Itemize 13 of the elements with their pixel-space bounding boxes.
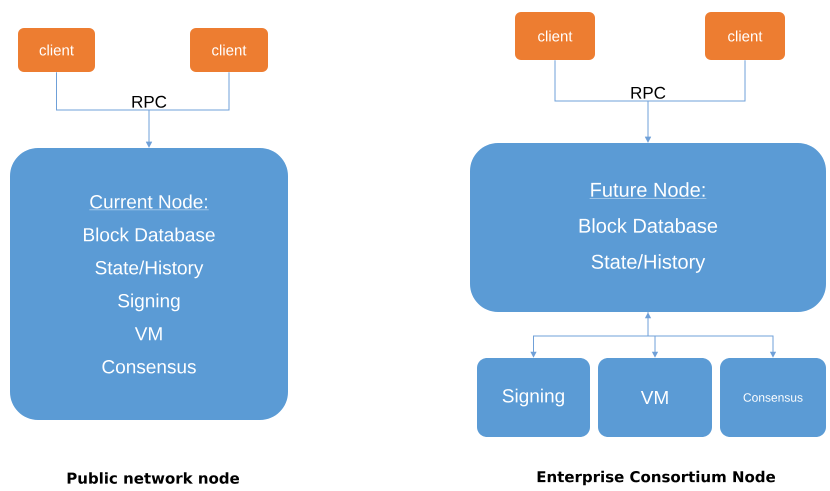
module-box: Signing [477, 358, 590, 437]
caption: Enterprise Consortium Node [538, 470, 776, 486]
module-box: VM [598, 358, 712, 437]
client-box: client [190, 28, 268, 72]
client-box: client [515, 12, 595, 60]
module-box: Consensus [720, 358, 826, 437]
edge-label: RPC [132, 96, 166, 108]
caption: Public network node [68, 472, 240, 484]
node-box: Current Node: Block Database State/History Signing VM Consensus [10, 148, 288, 420]
client-box: client [18, 28, 95, 72]
node-box: Future Node: Block Database State/History [470, 143, 826, 312]
edge-label: RPC [631, 86, 666, 99]
client-box: client [705, 12, 785, 60]
